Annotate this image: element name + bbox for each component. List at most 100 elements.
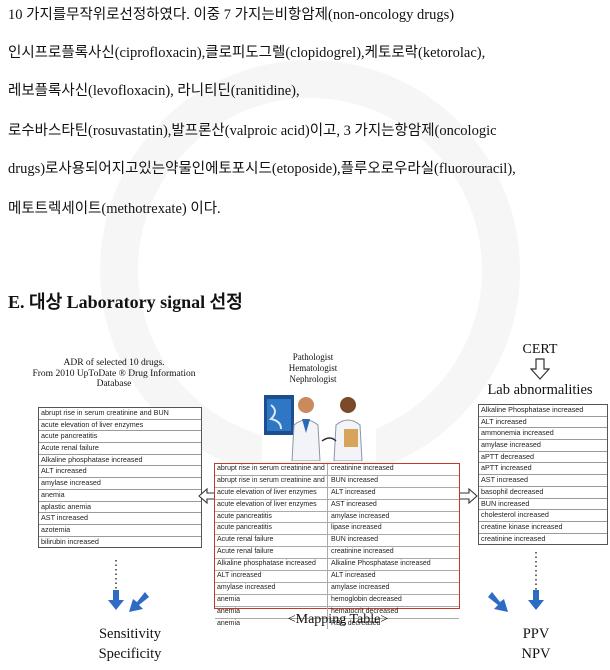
table-cell: anemia — [215, 594, 328, 606]
right-metrics: PPV NPV — [506, 624, 566, 664]
adr-list-item: azotemia — [39, 525, 201, 537]
blue-arrows-left — [108, 590, 149, 612]
adr-list-item: AST increased — [39, 513, 201, 525]
table-cell: anemia — [215, 618, 328, 630]
lab-list-item: aPTT decreased — [479, 452, 607, 464]
adr-list-item: amylase increased — [39, 478, 201, 490]
metric-label: NPV — [521, 646, 551, 662]
dotted-line — [535, 552, 537, 592]
table-cell: lipase increased — [331, 524, 382, 532]
table-cell: BUN increased — [331, 536, 379, 544]
lab-list-item: ALT increased — [479, 417, 607, 429]
adr-list-item: acute elevation of liver enzymes — [39, 420, 201, 432]
paragraph-line: 메토트렉세이트(methotrexate) 이다. — [8, 201, 221, 217]
paragraph-line: 로수바스타틴(rosuvastatin),발프론산(valproic acid)… — [8, 123, 497, 139]
table-cell: Acute renal failure — [215, 547, 328, 559]
adr-list-item: acute pancreatitis — [39, 431, 201, 444]
table-cell: AST increased — [331, 500, 377, 508]
table-cell: amylase increased — [215, 582, 328, 594]
adr-title-line: ADR of selected 10 drugs. — [63, 358, 165, 368]
mapping-caption: <Mapping Table> — [287, 612, 389, 627]
adr-title-line: From 2010 UpToDate ® Drug Information — [32, 368, 196, 379]
adr-list-item: Acute renal failure — [39, 443, 201, 455]
lab-list-item: basophil decreased — [479, 487, 607, 499]
lab-list-item: BUN increased — [479, 499, 607, 511]
lab-list-item: cholesterol increased — [479, 510, 607, 522]
table-cell: hematocrit decreased — [331, 607, 399, 615]
paragraph-line: 레보플록사신(levofloxacin), 라니티딘(ranitidine), — [8, 83, 300, 99]
experts-label: Pathologist Hematologist Nephrologist — [268, 352, 358, 385]
table-row: abrupt rise in serum creatinine and BUNB… — [215, 475, 459, 488]
table-cell: BUN increased — [331, 476, 379, 484]
table-cell: acute pancreatitis — [215, 511, 328, 523]
adr-list-item: bilirubin increased — [41, 536, 99, 546]
lab-list-item: ammonemia increased — [479, 428, 607, 441]
lab-list: Alkaline Phosphatase increased ALT incre… — [478, 404, 608, 546]
table-cell: ALT increased — [215, 571, 328, 582]
table-cell: ALT increased — [331, 572, 376, 580]
metric-label: PPV — [522, 626, 550, 642]
table-cell: creatinine increased — [331, 465, 394, 472]
adr-list-item: ALT increased — [39, 466, 201, 479]
table-cell: Acute renal failure — [215, 535, 328, 547]
adr-title: ADR of selected 10 drugs. From 2010 UpTo… — [14, 358, 214, 390]
blue-arrows-right — [488, 590, 544, 612]
adr-list: abrupt rise in serum creatinine and BUN … — [38, 407, 202, 549]
lab-title: Lab abnormalities — [487, 382, 593, 398]
lab-list-item: aPTT increased — [479, 463, 607, 476]
adr-list-item: Alkaline phosphatase increased — [39, 455, 201, 467]
mapping-table: abrupt rise in serum creatinine and BUNc… — [214, 463, 460, 630]
expert-role: Pathologist — [292, 352, 334, 362]
table-cell: acute elevation of liver enzymes — [215, 499, 328, 511]
lab-list-item: creatinine increased — [481, 533, 546, 543]
table-cell: anemia — [215, 606, 328, 618]
table-cell: acute pancreatitis — [215, 523, 328, 535]
paragraph-line: drugs)로사용되어지고있는약물인에토포시드(etoposide),플루오로우… — [8, 161, 516, 177]
table-cell: hemoglobin decreased — [331, 595, 402, 603]
paragraph-line: 인시프로플록사신(ciprofloxacin),클로피도그렐(clopidogr… — [8, 45, 486, 61]
adr-list-item: anemia — [39, 490, 201, 502]
table-cell: abrupt rise in serum creatinine and BUN — [215, 464, 328, 475]
table-cell: Alkaline Phosphatase increased — [331, 560, 431, 568]
left-metrics: Sensitivity Specificity — [70, 624, 190, 664]
table-row: abrupt rise in serum creatinine and BUNc… — [215, 464, 459, 476]
doctors-illustration — [262, 385, 376, 461]
expert-role: Hematologist — [288, 363, 338, 373]
table-cell: RBC decreased — [331, 619, 381, 627]
table-cell: ALT increased — [331, 488, 376, 496]
right-arrow-icon — [458, 488, 478, 504]
table-cell: amylase increased — [331, 512, 390, 520]
cert-label: CERT — [522, 342, 558, 357]
dotted-line — [115, 560, 117, 594]
lab-list-item: Alkaline Phosphatase increased — [479, 405, 607, 417]
table-cell: amylase increased — [331, 583, 390, 591]
down-arrow-icon — [530, 358, 550, 380]
table-cell: abrupt rise in serum creatinine and BUN — [215, 475, 328, 487]
table-cell: creatinine increased — [331, 548, 394, 556]
adr-title-line: Database — [96, 379, 132, 389]
table-cell: acute elevation of liver enzymes — [215, 487, 328, 499]
section-heading: E. 대상 Laboratory signal 선정 — [8, 292, 243, 312]
lab-list-item: creatine kinase increased — [479, 522, 607, 534]
lab-list-item: AST increased — [479, 475, 607, 487]
adr-list-item: aplastic anemia — [39, 502, 201, 514]
metric-label: Specificity — [98, 646, 162, 662]
lab-list-item: amylase increased — [479, 440, 607, 452]
paragraph-line: 10 가지를무작위로선정하였다. 이중 7 가지는비항암제(non-oncolo… — [8, 7, 455, 23]
metric-label: Sensitivity — [98, 626, 162, 642]
expert-role: Nephrologist — [289, 374, 337, 384]
adr-list-item: abrupt rise in serum creatinine and BUN — [39, 408, 201, 420]
table-cell: Alkaline phosphatase increased — [215, 559, 328, 571]
